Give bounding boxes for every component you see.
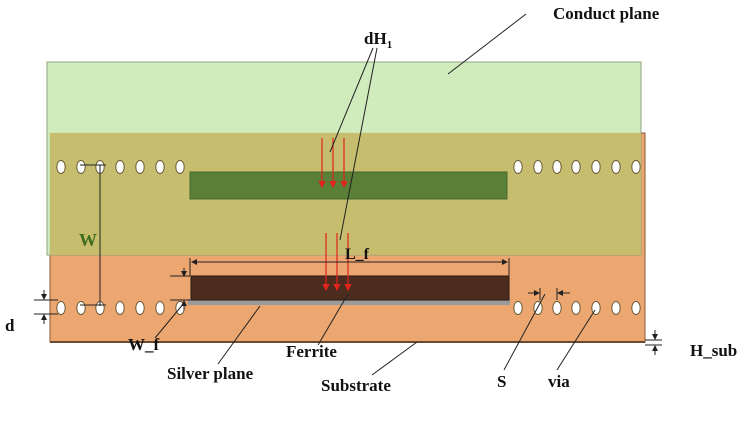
ferrite-bottom [190,275,510,301]
top-via-11 [571,160,581,174]
silver-plane [188,299,510,305]
dim-hsub [645,330,662,355]
bottom-via-11 [571,301,581,315]
label-via: via [548,372,570,391]
via-row-top [56,160,641,174]
label-d: d [5,316,15,335]
dim-s [528,288,570,300]
top-via-6 [155,160,165,174]
dim-w [80,164,106,306]
leader-ferrite [317,293,349,346]
top-via-1 [56,160,66,174]
bottom-via-13 [611,301,621,315]
dim-lf [189,258,510,276]
bottom-via-1 [56,301,66,315]
label-dh1-main: dH [364,29,387,48]
bottom-via-8 [513,301,523,315]
top-via-9 [533,160,543,174]
top-via-4 [115,160,125,174]
bottom-via-5 [135,301,145,315]
dim-d [34,290,58,324]
top-via-13 [611,160,621,174]
bottom-via-2 [76,301,86,315]
label-h-sub: H_sub [690,341,737,360]
label-silver-plane: Silver plane [167,364,254,383]
leader-wf [154,302,185,339]
leader-dh1-b [339,47,378,241]
top-via-2 [76,160,86,174]
dim-wf [170,268,190,310]
label-w: W [79,230,97,250]
leader-conduct-plane [447,13,527,75]
top-via-10 [552,160,562,174]
leader-silver-plane [217,305,261,365]
leader-substrate [371,341,418,376]
field-arrows-upper [318,138,348,189]
bottom-via-14 [631,301,641,315]
label-dh1-sub: 1 [387,39,393,51]
label-dh1: dH1 [364,29,392,51]
leader-via [556,309,596,371]
top-via-14 [631,160,641,174]
label-s: S [497,372,506,391]
label-ferrite: Ferrite [286,342,337,361]
leader-lines [154,13,596,376]
bottom-via-6 [155,301,165,315]
label-conduct-plane: Conduct plane [553,4,660,23]
leader-s [503,293,546,371]
label-w-f: W_f [128,335,160,354]
bottom-via-4 [115,301,125,315]
leader-dh1-a [329,47,374,153]
bottom-via-10 [552,301,562,315]
top-via-12 [591,160,601,174]
label-substrate: Substrate [321,376,391,395]
label-l-f: L_f [345,246,370,263]
top-via-5 [135,160,145,174]
top-via-8 [513,160,523,174]
top-via-7 [175,160,185,174]
